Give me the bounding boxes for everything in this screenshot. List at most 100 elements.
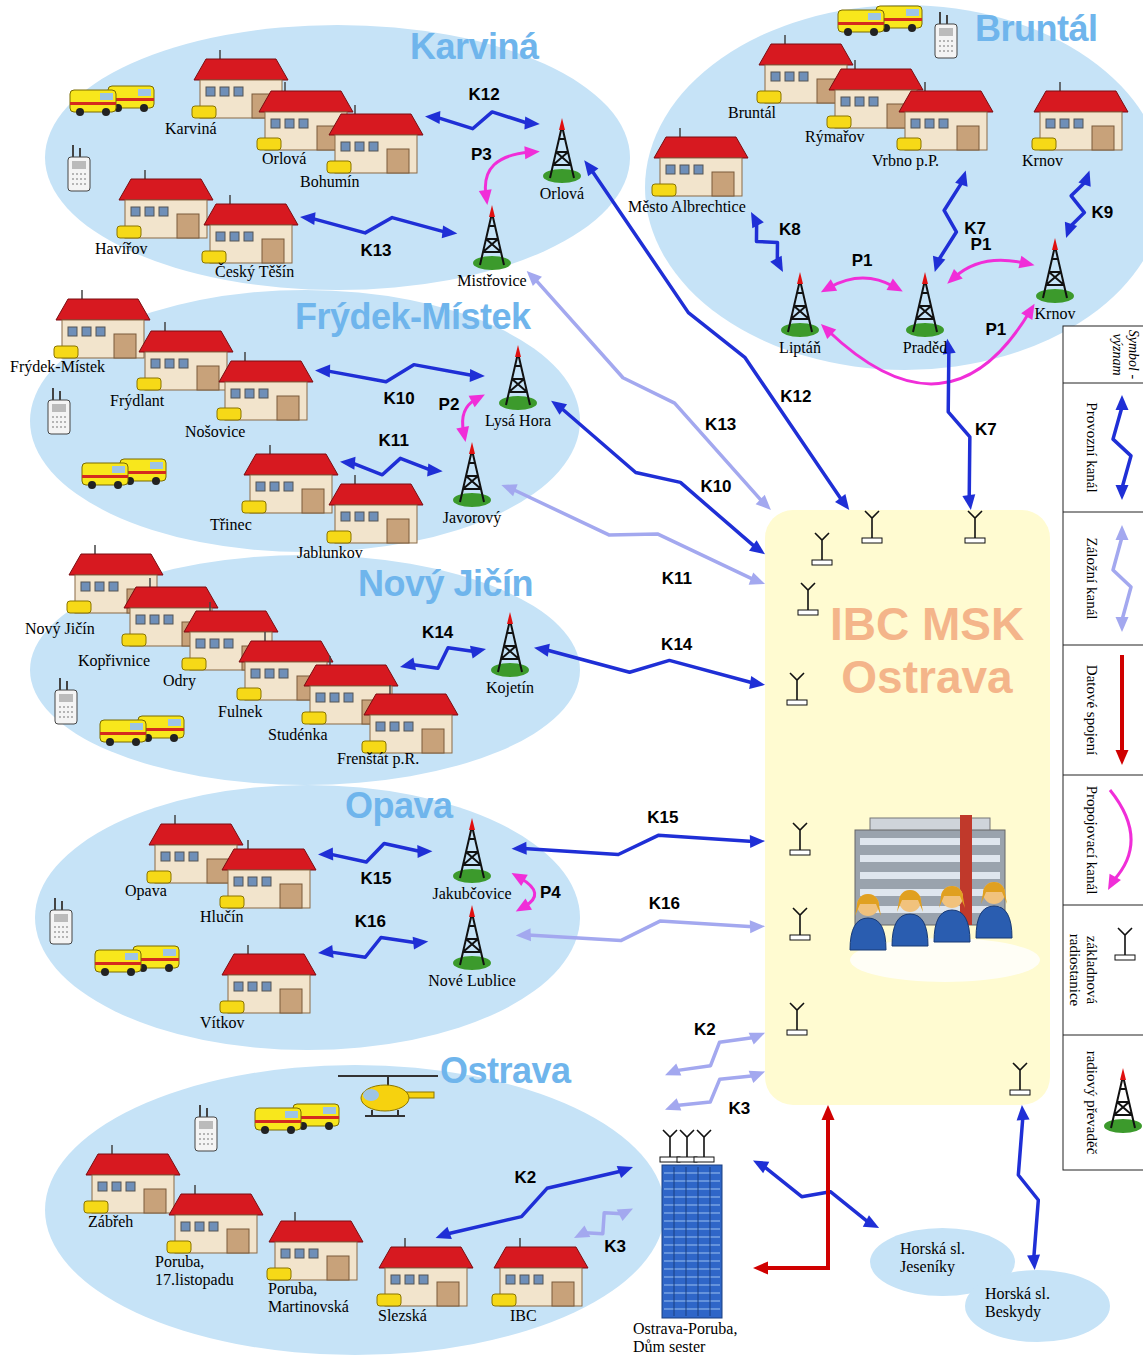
window bbox=[145, 207, 154, 216]
mountain-service-ellipse: Horská sl. Beskydy bbox=[965, 1270, 1110, 1342]
region-ellipse: BruntálBruntálRýmařovVrbno p.P.KrnovMěst… bbox=[645, 5, 1143, 370]
ambulance-body bbox=[95, 950, 141, 972]
window bbox=[126, 1182, 135, 1191]
tower-lattice bbox=[1111, 1076, 1135, 1128]
window bbox=[391, 1275, 400, 1284]
tower-tip bbox=[469, 818, 475, 830]
text-slot: Lysá Hora bbox=[485, 412, 551, 430]
tower-base bbox=[453, 869, 491, 883]
garage-door bbox=[302, 489, 324, 513]
window bbox=[785, 72, 794, 81]
station-node: Zábřeh bbox=[82, 1145, 182, 1231]
text-slot: Bohumín bbox=[300, 173, 360, 191]
repeater-node: Lysá Hora bbox=[485, 345, 551, 430]
legend-rule bbox=[1063, 383, 1143, 384]
floor-line bbox=[664, 1229, 720, 1230]
antenna-mast bbox=[663, 1130, 677, 1157]
legend-text: radiový převaděč bbox=[1083, 1039, 1100, 1166]
vehicle bbox=[84, 1201, 108, 1213]
channel-label: K11 bbox=[379, 431, 409, 451]
text-slot: P2 bbox=[439, 395, 460, 415]
roof bbox=[119, 179, 213, 200]
heli-window bbox=[363, 1089, 379, 1101]
window bbox=[390, 722, 399, 731]
garage-door bbox=[957, 126, 979, 150]
tower-lattice bbox=[788, 280, 812, 332]
arrow-head bbox=[1017, 1105, 1030, 1120]
tower-lattice bbox=[460, 913, 484, 965]
window bbox=[231, 389, 240, 398]
tower-lattice bbox=[460, 450, 484, 502]
vehicle bbox=[242, 501, 266, 513]
ambulance-window bbox=[285, 1111, 298, 1118]
ambulance-window bbox=[130, 723, 143, 730]
repeater-node: Kojetín bbox=[486, 612, 534, 697]
station-name: Orlová bbox=[262, 150, 306, 168]
text-slot: Datové spojení bbox=[1083, 649, 1100, 771]
channel-label: K2 bbox=[515, 1168, 537, 1188]
station-node: Slezská bbox=[375, 1238, 475, 1325]
antenna-base bbox=[965, 538, 985, 543]
roof bbox=[239, 641, 333, 662]
text-slot: K10 bbox=[384, 389, 415, 409]
radio-body bbox=[48, 400, 70, 434]
antenna-base bbox=[694, 1157, 714, 1162]
ambulance-window bbox=[906, 9, 919, 16]
radio-keys bbox=[59, 707, 73, 708]
station-house bbox=[200, 195, 300, 265]
channel-label: K16 bbox=[649, 894, 680, 914]
antenna-base bbox=[812, 560, 832, 565]
window bbox=[405, 1275, 414, 1284]
window bbox=[299, 119, 308, 128]
vehicle bbox=[377, 1294, 401, 1306]
radio-keys bbox=[59, 712, 73, 713]
ambulance-stripe bbox=[838, 22, 884, 25]
ambulance-stripe bbox=[82, 475, 128, 478]
radio-display bbox=[52, 404, 66, 412]
tower-base bbox=[491, 663, 529, 677]
station-node: Havířov bbox=[95, 170, 215, 258]
legend-heading: Symbol - význam bbox=[1109, 329, 1141, 380]
repeater-icon bbox=[498, 345, 538, 410]
tower-tip bbox=[469, 442, 475, 454]
window bbox=[165, 359, 174, 368]
window-row bbox=[860, 855, 1000, 862]
ambulance-window bbox=[868, 13, 881, 20]
station-name: Ostrava-Poruba, Dům sester bbox=[633, 1320, 753, 1357]
tower-base bbox=[499, 396, 537, 410]
text-slot: Opava bbox=[345, 785, 453, 826]
floor-line bbox=[664, 1309, 720, 1310]
tower-lattice bbox=[460, 826, 484, 878]
window bbox=[281, 1249, 290, 1258]
ambulance-window bbox=[138, 89, 151, 96]
window bbox=[1074, 119, 1083, 128]
floor-line bbox=[664, 1213, 720, 1214]
floor-line bbox=[664, 1261, 720, 1262]
station-name: Odry bbox=[163, 672, 196, 690]
radio-link bbox=[501, 484, 765, 585]
radio-display bbox=[72, 161, 86, 169]
channel-label: K13 bbox=[705, 415, 736, 435]
window bbox=[175, 852, 184, 861]
arrow-head bbox=[749, 676, 765, 689]
window-row bbox=[860, 906, 1000, 913]
station-name: Jablunkov bbox=[297, 544, 363, 562]
roof bbox=[56, 299, 150, 320]
wheel bbox=[170, 734, 178, 742]
wheel bbox=[102, 108, 110, 116]
station-house bbox=[115, 170, 215, 240]
radio-display bbox=[54, 914, 68, 922]
vehicle bbox=[757, 91, 781, 103]
garage-door bbox=[327, 1256, 349, 1280]
window bbox=[230, 232, 239, 241]
text-slot: K8 bbox=[779, 220, 801, 240]
window bbox=[841, 97, 850, 106]
roof bbox=[494, 1247, 588, 1268]
station-house bbox=[1030, 82, 1130, 152]
window bbox=[911, 119, 920, 128]
station-node: Krnov bbox=[1022, 82, 1130, 170]
link-line bbox=[513, 489, 754, 579]
region-fill bbox=[45, 1065, 665, 1355]
wheel bbox=[114, 481, 122, 489]
service-name: Horská sl. Beskydy bbox=[985, 1285, 1085, 1322]
